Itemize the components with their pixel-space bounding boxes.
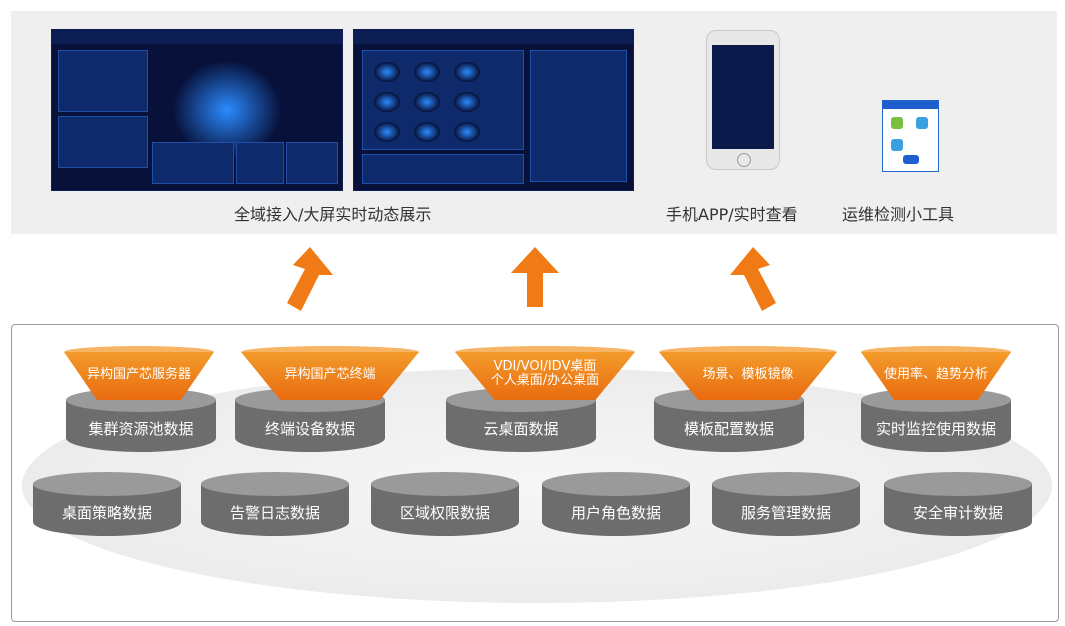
up-arrow-right <box>730 247 776 311</box>
dashboard-panel <box>58 116 148 168</box>
cylinder-top <box>542 472 690 496</box>
cylinder-top <box>371 472 519 496</box>
data-cylinder: 告警日志数据 <box>201 472 349 536</box>
cylinder-label: 服务管理数据 <box>740 504 831 522</box>
node-icon <box>414 62 440 82</box>
source-funnel: 场景、模板镜像 <box>659 346 837 400</box>
tool-icon <box>891 139 903 151</box>
source-funnel: 异构国产芯终端 <box>241 346 419 400</box>
source-funnel: 异构国产芯服务器 <box>64 346 214 400</box>
funnel-label: 场景、模板镜像 <box>702 367 794 382</box>
tool-icon <box>891 117 903 129</box>
data-cylinder: 实时监控使用数据 <box>861 388 1011 452</box>
cylinder-label: 终端设备数据 <box>264 420 355 438</box>
cylinder-label: 桌面策略数据 <box>61 504 152 522</box>
cylinder-label: 用户角色数据 <box>570 504 661 522</box>
cylinder-label: 集群资源池数据 <box>88 420 194 438</box>
dashboard-panel <box>362 154 524 184</box>
caption-big-screen: 全域接入/大屏实时动态展示 <box>234 205 432 224</box>
node-icon <box>374 62 400 82</box>
node-icon <box>454 122 480 142</box>
cylinder-label: 安全审计数据 <box>912 504 1003 522</box>
funnel-label: 个人桌面/办公桌面 <box>490 373 600 388</box>
cylinder-top <box>712 472 860 496</box>
dashboard-header-bar <box>52 30 342 44</box>
dashboard-panel <box>152 142 234 184</box>
mobile-phone <box>706 30 780 170</box>
data-cylinder: 区域权限数据 <box>371 472 519 536</box>
dashboard-panel <box>58 50 148 112</box>
data-cylinder: 安全审计数据 <box>884 472 1032 536</box>
node-icon <box>414 92 440 112</box>
cylinder-top <box>884 472 1032 496</box>
data-cylinder: 桌面策略数据 <box>33 472 181 536</box>
dashboard-screen-3d <box>51 29 343 191</box>
phone-screen <box>712 45 774 149</box>
maintenance-tool-window <box>882 100 939 172</box>
cylinder-top <box>33 472 181 496</box>
funnel-label: 异构国产芯服务器 <box>86 367 191 382</box>
cylinder-label: 云桌面数据 <box>483 420 559 438</box>
node-icon <box>454 62 480 82</box>
dashboard-screen-grid <box>353 29 634 191</box>
cylinder-label: 模板配置数据 <box>683 420 774 438</box>
source-funnel: VDI/VOI/IDV桌面个人桌面/办公桌面 <box>455 346 635 400</box>
node-icon <box>374 122 400 142</box>
node-icon <box>374 92 400 112</box>
cylinder-top <box>201 472 349 496</box>
node-icon <box>454 92 480 112</box>
funnel-label: 异构国产芯终端 <box>284 367 376 382</box>
up-arrow-left <box>287 247 333 311</box>
tool-icon <box>903 155 919 164</box>
tool-header-bar <box>883 101 938 109</box>
cylinder-label: 实时监控使用数据 <box>875 420 996 438</box>
tool-icon <box>916 117 928 129</box>
data-cylinder: 用户角色数据 <box>542 472 690 536</box>
caption-mobile-app: 手机APP/实时查看 <box>666 205 798 224</box>
funnel-label: VDI/VOI/IDV桌面 <box>493 359 597 374</box>
data-cylinder: 服务管理数据 <box>712 472 860 536</box>
cylinder-label: 告警日志数据 <box>229 504 320 522</box>
funnel-label: 使用率、趋势分析 <box>883 367 988 382</box>
caption-maintenance-tool: 运维检测小工具 <box>842 205 955 224</box>
dashboard-panel <box>286 142 338 184</box>
source-funnel: 使用率、趋势分析 <box>861 346 1011 400</box>
dashboard-panel <box>530 50 627 182</box>
cylinder-label: 区域权限数据 <box>399 504 490 522</box>
dashboard-panel <box>236 142 284 184</box>
node-icon <box>414 122 440 142</box>
up-arrow-center <box>511 247 559 307</box>
home-button <box>737 153 751 167</box>
dashboard-header-bar <box>354 30 633 44</box>
